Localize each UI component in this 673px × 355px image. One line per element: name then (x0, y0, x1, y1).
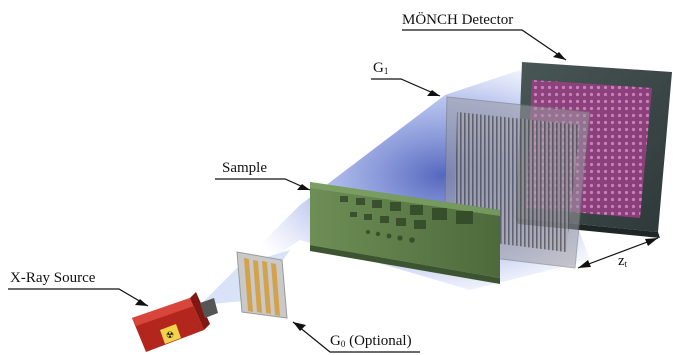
grating-g0 (236, 251, 288, 319)
g0-label: G0 (Optional) (330, 333, 412, 349)
svg-text:☢: ☢ (166, 331, 174, 341)
detector-leader (402, 29, 567, 61)
sample-block (310, 182, 500, 284)
detector-label: MÖNCH Detector (402, 12, 514, 28)
g0-leader (292, 321, 420, 353)
source-leader (8, 288, 149, 307)
g1-label: G1 (373, 60, 389, 76)
source-label: X-Ray Source (10, 270, 96, 286)
g1-leader (371, 78, 441, 97)
zt-label: zt (618, 253, 628, 269)
x-ray-source-box: ☢ (132, 292, 218, 352)
zt-dimension-line (577, 237, 659, 269)
sample-label: Sample (222, 160, 267, 176)
sample-leader (215, 178, 311, 191)
